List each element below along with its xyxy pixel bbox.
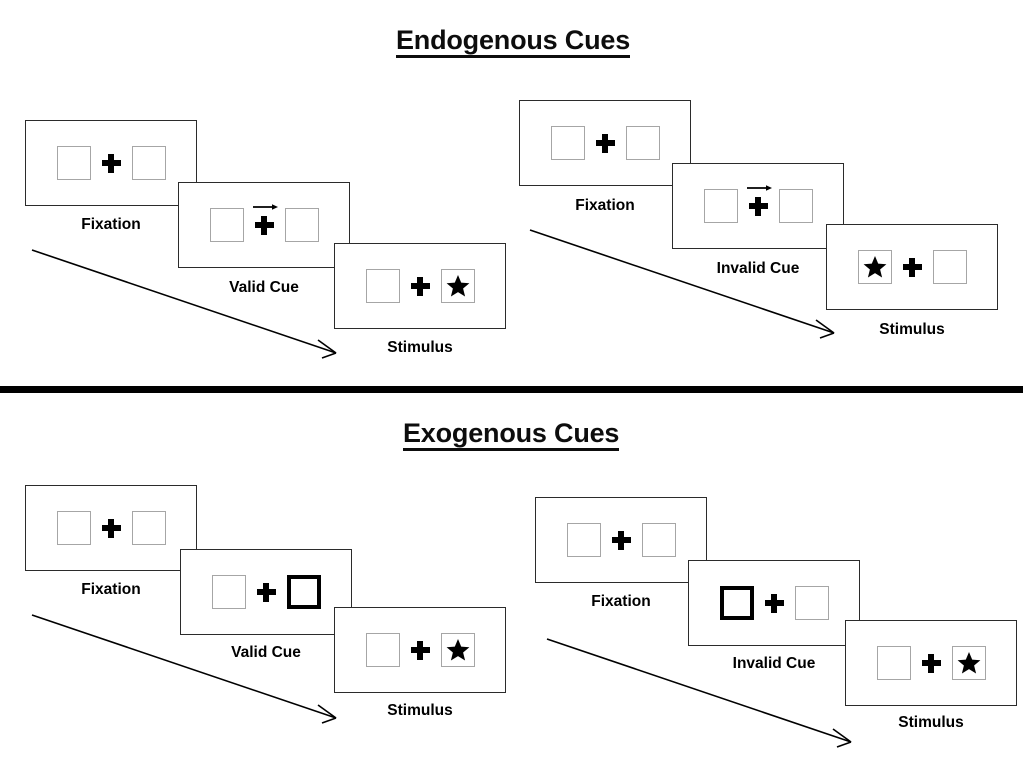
caption-exogenous-invalid-stimulus: Stimulus xyxy=(898,714,964,731)
right-placeholder-box xyxy=(284,208,319,242)
caption-endogenous-valid-fixation: Fixation xyxy=(81,216,141,233)
left-placeholder-box xyxy=(56,146,91,180)
fixation-cross-icon xyxy=(764,593,784,613)
fixation-center-group xyxy=(256,582,276,602)
star-icon xyxy=(957,652,980,674)
fixation-center-group xyxy=(764,593,784,613)
right-target-box xyxy=(440,633,475,667)
star-icon xyxy=(446,639,469,661)
right-placeholder-box xyxy=(778,189,813,223)
caption-endogenous-invalid-fixation: Fixation xyxy=(575,197,635,214)
fixation-center-group xyxy=(410,276,430,296)
fixation-center-group xyxy=(921,653,941,673)
caption-endogenous-valid-stimulus: Stimulus xyxy=(387,339,453,356)
fixation-cross-icon xyxy=(254,215,274,235)
fixation-center-group xyxy=(101,153,121,173)
endogenous-invalid-fixation-frame xyxy=(519,100,691,186)
fixation-cross-icon xyxy=(921,653,941,673)
endogenous-valid-stimulus-frame xyxy=(334,243,506,329)
cue-center-group xyxy=(746,184,772,216)
caption-exogenous-invalid-fixation: Fixation xyxy=(591,593,651,610)
fixation-cross-icon xyxy=(748,196,768,216)
exogenous-invalid-stimulus-frame xyxy=(845,620,1017,706)
section-divider xyxy=(0,386,1023,393)
right-target-box xyxy=(951,646,986,680)
left-placeholder-box xyxy=(550,126,585,160)
right-placeholder-box xyxy=(625,126,660,160)
endogenous-valid-fixation-frame xyxy=(25,120,197,206)
left-cued-box xyxy=(719,586,754,620)
endogenous-invalid-stimulus-frame xyxy=(826,224,998,310)
fixation-cross-icon xyxy=(902,257,922,277)
caption-endogenous-invalid-stimulus: Stimulus xyxy=(879,321,945,338)
caption-endogenous-valid-cue: Valid Cue xyxy=(229,279,299,296)
left-placeholder-box xyxy=(211,575,246,609)
right-placeholder-box xyxy=(641,523,676,557)
caption-exogenous-valid-fixation: Fixation xyxy=(81,581,141,598)
left-placeholder-box xyxy=(876,646,911,680)
exogenous-valid-cue-frame xyxy=(180,549,352,635)
cue-center-group xyxy=(252,203,278,235)
star-icon xyxy=(446,275,469,297)
fixation-cross-icon xyxy=(101,518,121,538)
left-target-box xyxy=(857,250,892,284)
fixation-cross-icon xyxy=(410,640,430,660)
fixation-center-group xyxy=(595,133,615,153)
exogenous-invalid-fixation-frame xyxy=(535,497,707,583)
fixation-cross-icon xyxy=(101,153,121,173)
right-placeholder-box xyxy=(131,511,166,545)
right-placeholder-box xyxy=(932,250,967,284)
right-placeholder-box xyxy=(794,586,829,620)
left-placeholder-box xyxy=(703,189,738,223)
right-target-box xyxy=(440,269,475,303)
fixation-cross-icon xyxy=(410,276,430,296)
endogenous-section-title: Endogenous Cues xyxy=(396,26,630,59)
caption-exogenous-invalid-cue: Invalid Cue xyxy=(732,655,816,672)
left-placeholder-box xyxy=(365,269,400,303)
right-cued-box xyxy=(286,575,321,609)
fixation-cross-icon xyxy=(611,530,631,550)
endogenous-valid-cue-frame xyxy=(178,182,350,268)
fixation-center-group xyxy=(902,257,922,277)
left-placeholder-box xyxy=(209,208,244,242)
left-placeholder-box xyxy=(56,511,91,545)
right-placeholder-box xyxy=(131,146,166,180)
fixation-center-group xyxy=(101,518,121,538)
caption-exogenous-valid-stimulus: Stimulus xyxy=(387,702,453,719)
arrow-cue-right-icon xyxy=(252,203,278,210)
endogenous-invalid-cue-frame xyxy=(672,163,844,249)
caption-endogenous-invalid-cue: Invalid Cue xyxy=(716,260,800,277)
fixation-cross-icon xyxy=(256,582,276,602)
fixation-cross-icon xyxy=(595,133,615,153)
fixation-center-group xyxy=(410,640,430,660)
arrow-cue-right-icon xyxy=(746,184,772,191)
exogenous-valid-stimulus-frame xyxy=(334,607,506,693)
star-icon xyxy=(863,256,886,278)
left-placeholder-box xyxy=(365,633,400,667)
fixation-center-group xyxy=(611,530,631,550)
exogenous-section-title: Exogenous Cues xyxy=(403,419,619,452)
exogenous-invalid-cue-frame xyxy=(688,560,860,646)
left-placeholder-box xyxy=(566,523,601,557)
exogenous-valid-fixation-frame xyxy=(25,485,197,571)
caption-exogenous-valid-cue: Valid Cue xyxy=(231,644,301,661)
